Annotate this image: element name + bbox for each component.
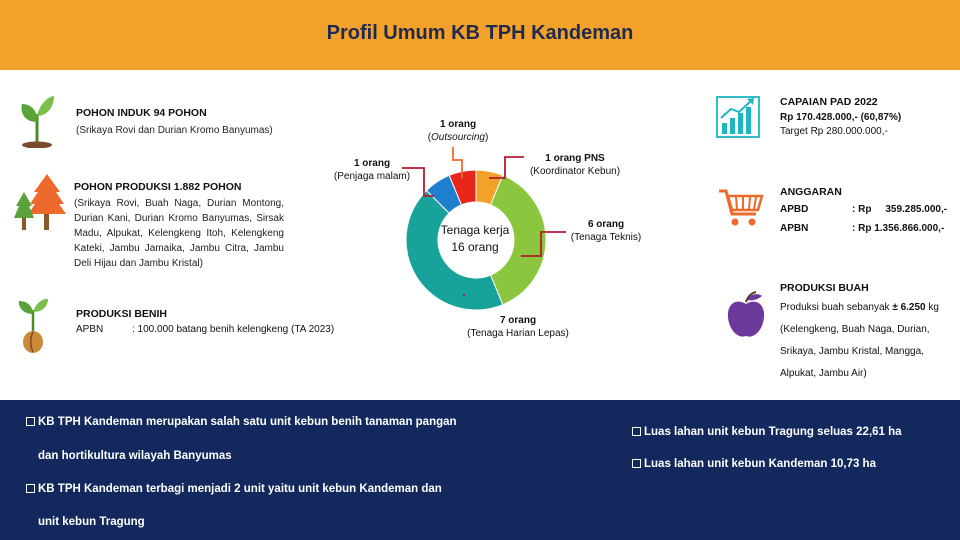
summary-point-4-text: Luas lahan unit kebun Kandeman 10,73 ha bbox=[644, 458, 876, 470]
label-outsourcing-role-text: Outsourcing bbox=[431, 132, 485, 143]
buah-title: PRODUKSI BUAH bbox=[780, 282, 869, 294]
checkbox-bullet-icon bbox=[632, 427, 641, 436]
summary-point-4: Luas lahan unit kebun Kandeman 10,73 ha bbox=[632, 458, 876, 470]
growth-chart-icon bbox=[716, 96, 760, 138]
buah-line3: Srikaya, Jambu Kristal, Mangga, bbox=[780, 346, 924, 357]
label-harian: 7 orang (Tenaga Harian Lepas) bbox=[462, 314, 574, 340]
produksi-benih-label: APBN bbox=[76, 324, 104, 335]
label-penjaga-role: (Penjaga malam) bbox=[333, 171, 411, 182]
label-penjaga-count: 1 orang bbox=[353, 158, 391, 169]
shopping-cart-icon bbox=[718, 188, 764, 228]
anggaran-title: ANGGARAN bbox=[780, 186, 842, 198]
checkbox-bullet-icon bbox=[26, 484, 35, 493]
label-harian-role: (Tenaga Harian Lepas) bbox=[467, 328, 569, 339]
pohon-induk-title: POHON INDUK 94 POHON bbox=[76, 107, 207, 119]
label-pns-count: 1 orang PNS bbox=[545, 153, 605, 164]
sprout-seed-icon bbox=[16, 296, 50, 354]
leader-pns bbox=[489, 156, 524, 179]
pad-target: Target Rp 280.000.000,- bbox=[780, 126, 888, 137]
label-pns: 1 orang PNS (Koordinator Kebun) bbox=[520, 152, 630, 178]
label-teknis-count: 6 orang bbox=[587, 219, 625, 230]
workforce-donut-chart bbox=[398, 162, 554, 318]
checkbox-bullet-icon bbox=[26, 417, 35, 426]
leader-outsourcing bbox=[452, 147, 463, 178]
label-pns-role: (Koordinator Kebun) bbox=[529, 166, 621, 177]
buah-line4: Alpukat, Jambu Air) bbox=[780, 368, 867, 379]
donut-hole bbox=[438, 202, 514, 278]
apbd-label: APBD bbox=[780, 204, 809, 215]
summary-point-1-cont: dan hortikultura wilayah Banyumas bbox=[38, 450, 232, 462]
label-outsourcing-count: 1 orang bbox=[439, 119, 477, 130]
produksi-benih-title: PRODUKSI BENIH bbox=[76, 308, 168, 320]
summary-point-1: KB TPH Kandeman merupakan salah satu uni… bbox=[26, 416, 457, 428]
apbn-value: : Rp 1.356.866.000,- bbox=[852, 223, 945, 234]
trees-icon bbox=[14, 172, 66, 232]
apbd-value: : Rp 359.285.000,- bbox=[852, 204, 948, 215]
label-teknis-role: (Tenaga Teknis) bbox=[570, 232, 642, 243]
leader-teknis bbox=[521, 231, 566, 257]
summary-point-2-cont: unit kebun Tragung bbox=[38, 516, 145, 528]
buah-line1-unit: kg bbox=[928, 302, 939, 313]
label-outsourcing-role: (Outsourcing) bbox=[427, 132, 489, 143]
label-outsourcing: 1 orang (Outsourcing) bbox=[408, 118, 508, 144]
summary-point-2: KB TPH Kandeman terbagi menjadi 2 unit y… bbox=[26, 483, 442, 495]
produksi-benih-value: : 100.000 batang benih kelengkeng (TA 20… bbox=[132, 324, 335, 335]
checkbox-bullet-icon bbox=[632, 459, 641, 468]
label-harian-count: 7 orang bbox=[499, 315, 537, 326]
buah-line1-prefix: Produksi buah sebanyak bbox=[780, 302, 890, 313]
label-teknis: 6 orang (Tenaga Teknis) bbox=[560, 218, 652, 244]
donut-center-label: Tenaga kerja 16 orang bbox=[420, 222, 530, 256]
pohon-produksi-title: POHON PRODUKSI 1.882 POHON bbox=[74, 181, 242, 193]
pad-value: Rp 170.428.000,- (60,87%) bbox=[780, 112, 902, 123]
summary-point-3-text: Luas lahan unit kebun Tragung seluas 22,… bbox=[644, 426, 902, 438]
leader-penjaga bbox=[402, 167, 434, 197]
pohon-induk-text: (Srikaya Rovi dan Durian Kromo Banyumas) bbox=[76, 125, 273, 136]
seedling-icon bbox=[18, 92, 56, 149]
buah-line1: Produksi buah sebanyak ± 6.250 kg bbox=[780, 302, 939, 313]
apple-icon bbox=[726, 290, 766, 340]
buah-line2: (Kelengkeng, Buah Naga, Durian, bbox=[780, 324, 930, 335]
donut-center-line2: 16 orang bbox=[451, 240, 499, 254]
donut-center-line1: Tenaga kerja bbox=[440, 223, 510, 237]
summary-point-3: Luas lahan unit kebun Tragung seluas 22,… bbox=[632, 426, 902, 438]
summary-point-1-text: KB TPH Kandeman merupakan salah satu uni… bbox=[38, 416, 457, 428]
page-title: Profil Umum KB TPH Kandeman bbox=[326, 22, 634, 44]
header-banner: Profil Umum KB TPH Kandeman bbox=[0, 0, 960, 70]
buah-line1-amount: ± 6.250 bbox=[892, 302, 926, 313]
label-penjaga: 1 orang (Penjaga malam) bbox=[324, 157, 420, 183]
apbn-label: APBN bbox=[780, 223, 809, 234]
pohon-produksi-text: (Srikaya Rovi, Buah Naga, Durian Montong… bbox=[74, 198, 284, 269]
summary-band: KB TPH Kandeman merupakan salah satu uni… bbox=[0, 400, 960, 540]
pad-title: CAPAIAN PAD 2022 bbox=[780, 96, 878, 108]
summary-point-2-text: KB TPH Kandeman terbagi menjadi 2 unit y… bbox=[38, 483, 442, 495]
